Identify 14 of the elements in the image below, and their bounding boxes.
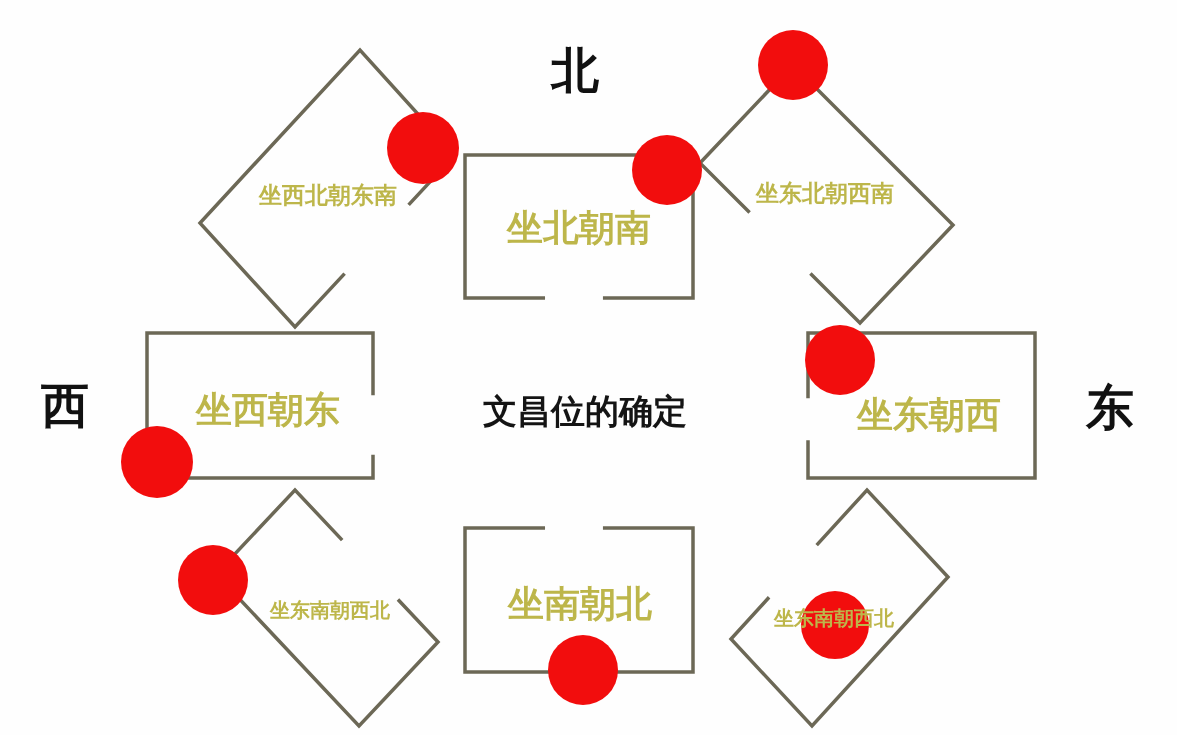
- compass-direction-label: 西: [41, 378, 89, 432]
- compass-direction-label: 东: [1086, 380, 1134, 434]
- orientation-label: 坐南朝北: [508, 584, 652, 624]
- orientation-label: 坐北朝南: [507, 208, 651, 248]
- orientation-label: 坐西北朝东南: [259, 182, 397, 208]
- compass-direction-label: 北: [551, 43, 599, 97]
- room-outline: [808, 333, 1035, 478]
- room-outline: [731, 490, 948, 726]
- orientation-label: 坐西朝东: [196, 390, 340, 430]
- orientation-label: 坐东南朝西北: [270, 599, 390, 621]
- orientation-label: 坐东朝西: [857, 395, 1001, 435]
- room-outline: [465, 528, 693, 672]
- orientation-label: 坐东北朝西南: [756, 180, 894, 206]
- diagram-title: 文昌位的确定: [483, 393, 687, 431]
